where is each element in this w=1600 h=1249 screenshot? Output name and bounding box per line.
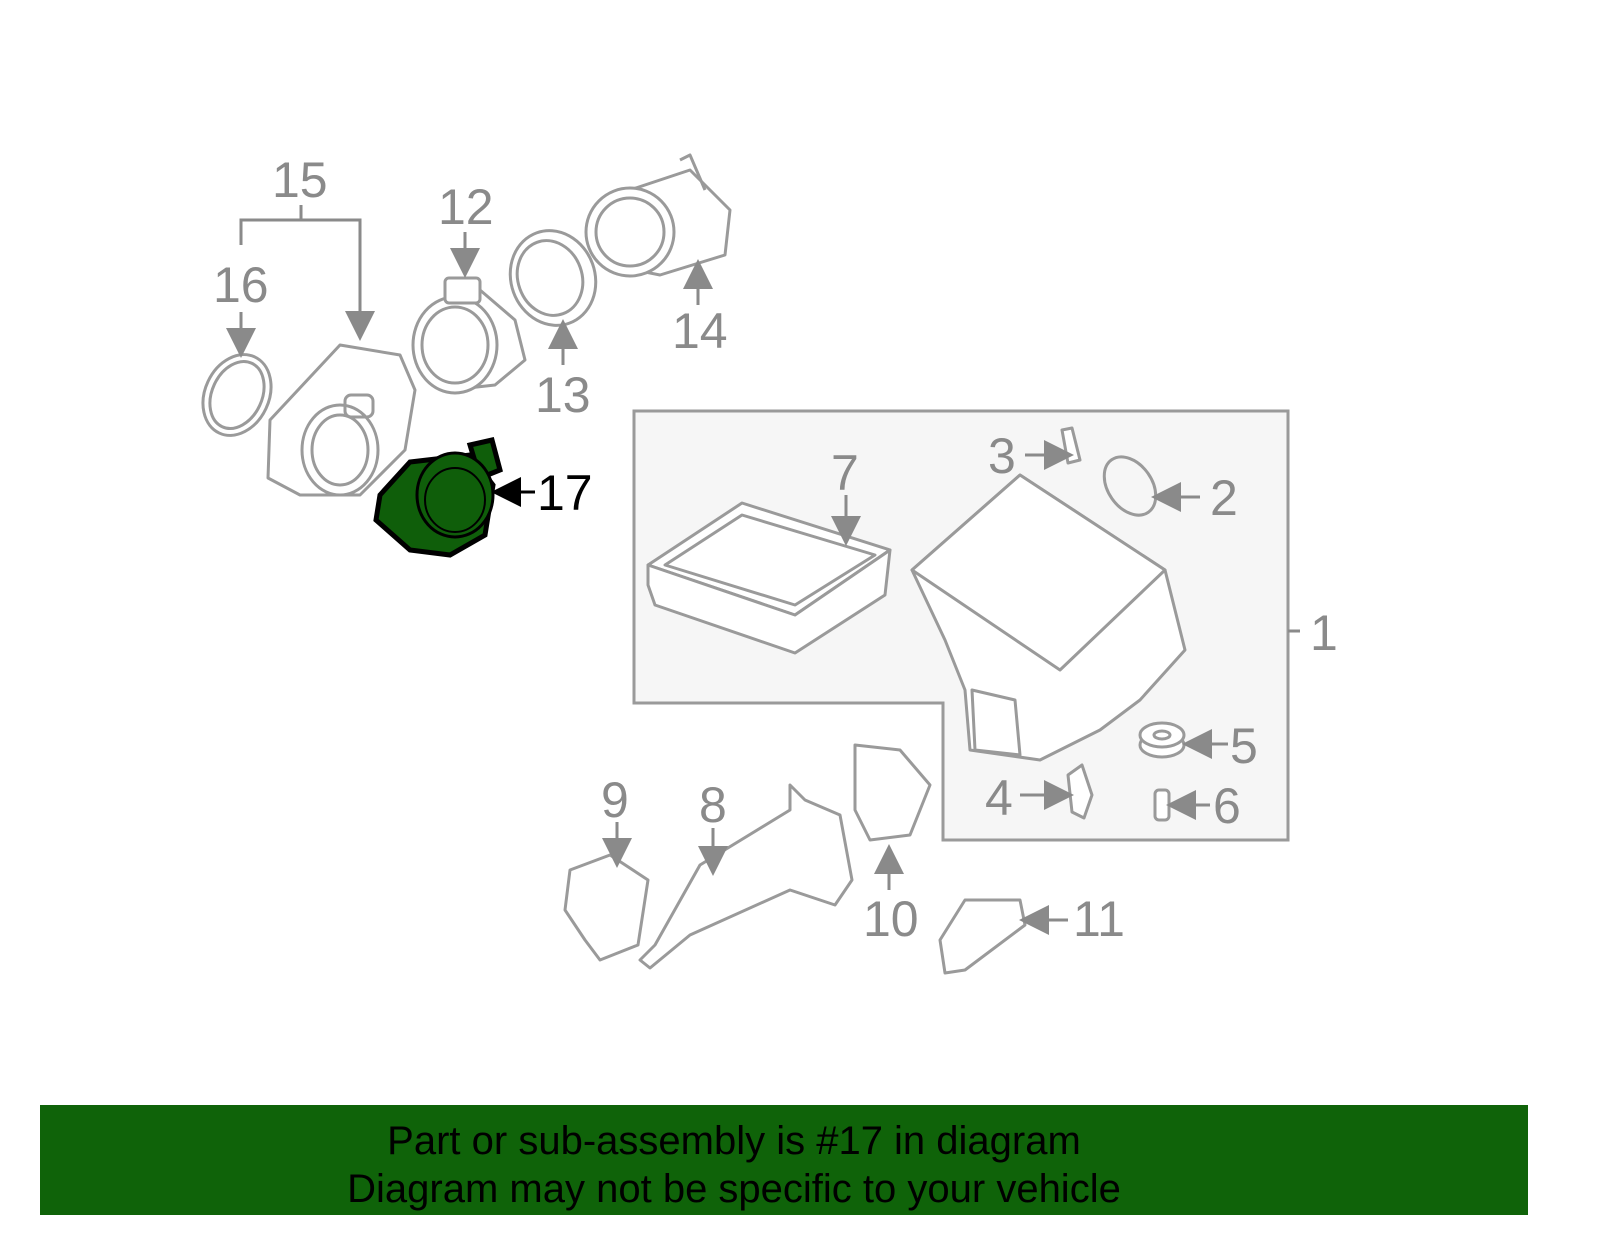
part-13-coupler[interactable] (497, 219, 609, 338)
banner-line-1: Part or sub-assembly is #17 in diagram (387, 1119, 1081, 1163)
part-17-highlighted[interactable] (373, 437, 503, 558)
callout-9: 9 (601, 772, 629, 828)
part-2-seal[interactable] (1094, 447, 1167, 525)
part-1-air-cleaner-assembly[interactable] (910, 473, 1187, 762)
part-6-sleeve[interactable] (1153, 788, 1171, 822)
part-15-throttle-body[interactable] (266, 343, 417, 497)
callout-13: 13 (535, 367, 591, 423)
leader-lines (226, 205, 1300, 935)
callout-8: 8 (699, 777, 727, 833)
part-9-bracket[interactable] (563, 853, 650, 962)
part-11-bracket[interactable] (938, 898, 1027, 975)
callout-2: 2 (1210, 470, 1238, 526)
banner-line-2: Diagram may not be specific to your vehi… (347, 1167, 1121, 1211)
info-banner: Part or sub-assembly is #17 in diagram D… (40, 1105, 1528, 1215)
callout-16: 16 (213, 257, 269, 313)
callout-6: 6 (1213, 778, 1241, 834)
part-14-intake-boot[interactable] (584, 153, 732, 278)
part-7-air-filter[interactable] (646, 501, 892, 655)
callout-4: 4 (985, 770, 1013, 826)
callout-17: 17 (537, 465, 593, 521)
parts-diagram: 1 2 3 4 5 6 7 8 9 10 11 12 13 14 15 16 1… (201, 152, 1338, 975)
callout-11: 11 (1073, 891, 1125, 947)
part-5-grommet[interactable] (1138, 721, 1186, 759)
callout-7: 7 (831, 445, 859, 501)
part-8-duct[interactable] (638, 783, 854, 970)
callout-3: 3 (988, 428, 1016, 484)
callout-1: 1 (1310, 605, 1338, 661)
callout-10: 10 (863, 891, 919, 947)
part-12-mass-airflow[interactable] (411, 276, 527, 395)
callout-14: 14 (672, 303, 728, 359)
callout-15: 15 (272, 152, 328, 208)
part-10-inlet[interactable] (853, 743, 932, 842)
callout-5: 5 (1230, 718, 1258, 774)
callout-12: 12 (438, 179, 494, 235)
